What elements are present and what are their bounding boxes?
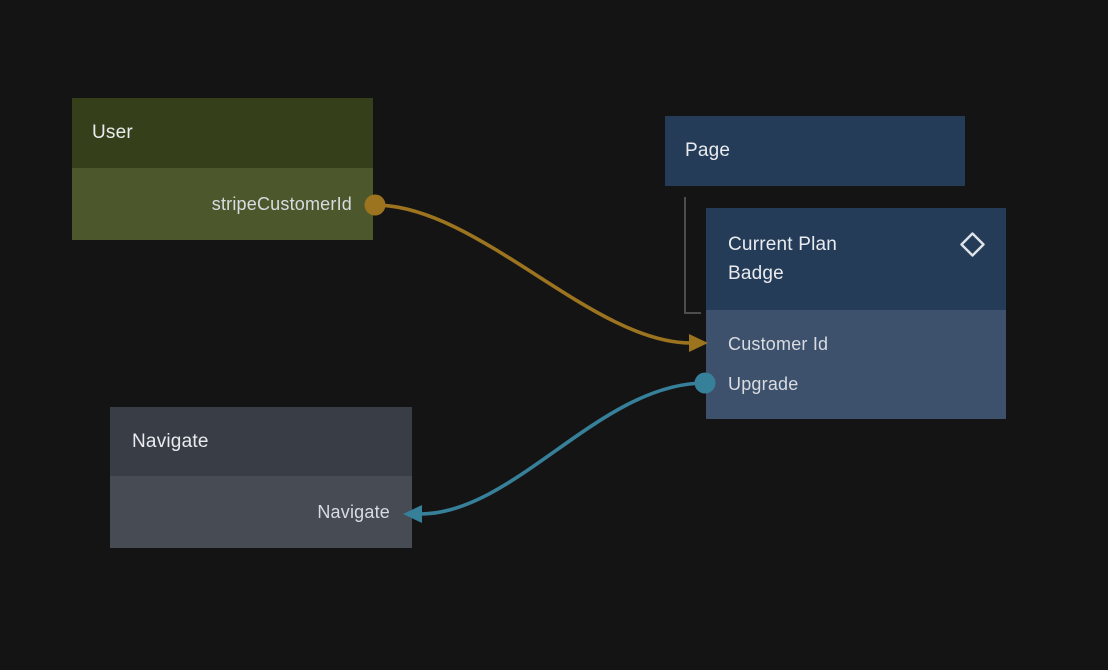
- node-current-plan-badge-body: Customer Id Upgrade: [706, 310, 1006, 419]
- field-stripe-customer-id[interactable]: stripeCustomerId: [72, 168, 373, 240]
- parent-child-connector: [684, 197, 701, 314]
- node-navigate-title: Navigate: [132, 430, 209, 452]
- node-navigate-header[interactable]: Navigate: [110, 407, 412, 476]
- node-user[interactable]: User stripeCustomerId: [72, 98, 373, 240]
- edge-upgrade-to-navigate[interactable]: [419, 381, 706, 516]
- field-customer-id[interactable]: Customer Id: [706, 324, 1006, 364]
- field-upgrade-label: Upgrade: [728, 373, 799, 394]
- field-navigate[interactable]: Navigate: [110, 476, 412, 548]
- node-current-plan-badge[interactable]: Current Plan Badge Customer Id Upgrade: [706, 208, 1006, 419]
- node-navigate-body: Navigate: [110, 476, 412, 548]
- field-upgrade[interactable]: Upgrade: [706, 364, 1006, 404]
- node-current-plan-badge-header[interactable]: Current Plan Badge: [706, 208, 1006, 310]
- node-page-header[interactable]: Page: [665, 116, 965, 186]
- node-user-header[interactable]: User: [72, 98, 373, 168]
- node-navigate[interactable]: Navigate Navigate: [110, 407, 412, 548]
- node-page-title: Page: [685, 140, 731, 161]
- field-customer-id-label: Customer Id: [728, 333, 829, 354]
- field-navigate-label: Navigate: [317, 501, 390, 522]
- node-page[interactable]: Page: [665, 116, 965, 186]
- edge-stripe-customer-id-to-customer-id[interactable]: [374, 203, 692, 345]
- diamond-icon: [960, 232, 985, 257]
- node-user-body: stripeCustomerId: [72, 168, 373, 240]
- node-current-plan-badge-title: Current Plan Badge: [728, 234, 838, 284]
- field-stripe-customer-id-label: stripeCustomerId: [211, 193, 352, 214]
- node-user-title: User: [92, 122, 133, 143]
